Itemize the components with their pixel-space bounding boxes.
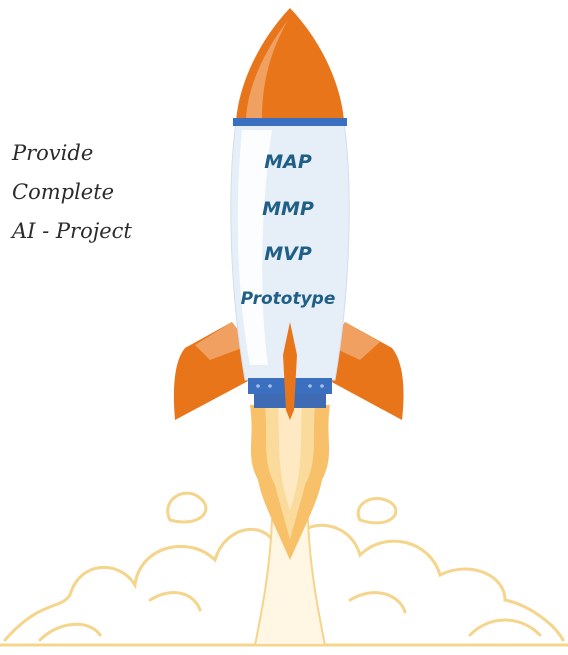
stage-label-mvp: MVP [264,243,312,265]
left-fin-shade [195,322,250,360]
flame [250,405,330,560]
stage-label-map: MAP [264,151,312,173]
exhaust-trail [253,519,327,646]
nose-band [233,118,347,126]
caption-line-complete: Complete [12,180,115,204]
stage-label-mmp: MMP [262,198,314,220]
center-fin [283,322,297,420]
nose-cone-shade [246,20,288,118]
caption-line-ai-project: AI - Project [12,219,132,243]
side-caption: Provide Complete AI - Project [12,134,152,251]
stage-label-prototype: Prototype [240,289,336,309]
caption-line-provide: Provide [12,141,94,165]
body-highlight [237,130,272,365]
base-rivets [256,384,324,388]
